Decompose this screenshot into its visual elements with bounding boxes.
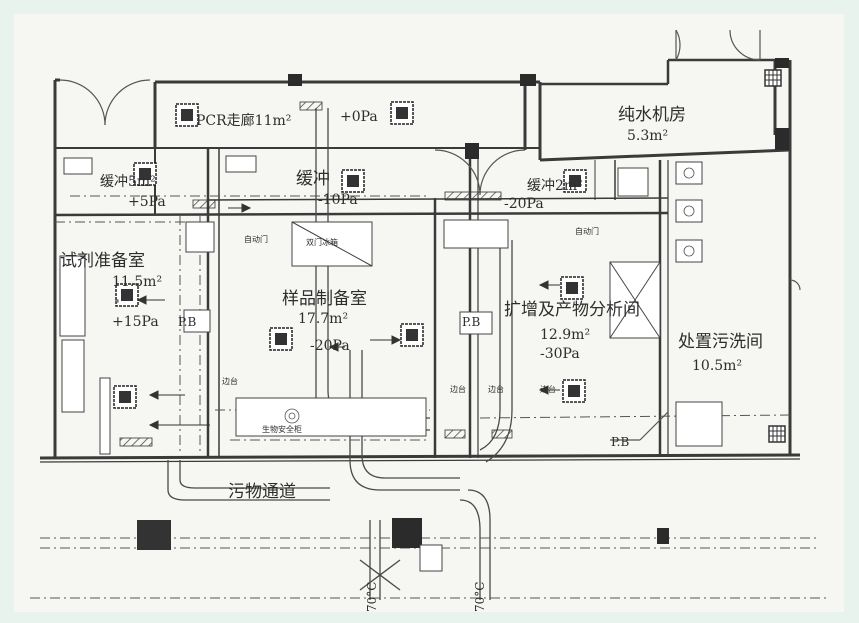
flow-arrows (136, 203, 560, 430)
amplification-room-pressure: -30Pa (540, 346, 580, 362)
diffuser (113, 385, 137, 409)
buffer-left-name: 缓冲5m² (100, 174, 156, 190)
buffer-right-name: 缓冲2m² (527, 178, 583, 194)
pass-box-label: P.B (611, 435, 629, 449)
walls (39, 58, 801, 463)
sample-room-pressure: -20Pa (310, 338, 350, 354)
auto-door-label: 自动门 (244, 234, 268, 244)
diffuser (562, 379, 586, 403)
amplification-room-area: 12.9m² (540, 327, 590, 343)
bench-label: 边台 (450, 384, 466, 394)
reagent-room-pressure: +15Pa (112, 314, 159, 330)
temperature-label: 70°C (473, 582, 487, 612)
diffuser (563, 169, 587, 193)
waste-wash-room-area: 10.5m² (692, 358, 742, 374)
diffuser (390, 101, 414, 125)
sample-room-area: 17.7m² (298, 311, 348, 327)
bio-cabinet-label: 生物安全柜 (262, 424, 302, 434)
buffer-mid-pressure: -10Pa (318, 192, 358, 208)
dirt-corridor-label: 污物通道 (228, 482, 296, 502)
sample-room-name: 样品制备室 (282, 289, 367, 309)
pcr-corridor-pressure: +0Pa (340, 109, 378, 125)
buffer-right-pressure: -20Pa (504, 196, 544, 212)
hatched-walls (119, 101, 513, 447)
diffuser (133, 162, 157, 186)
pass-box-label: P.B (178, 315, 196, 329)
bench-label: 边台 (222, 376, 238, 386)
waste-wash-room-name: 处置污洗间 (678, 332, 763, 352)
diffuser (115, 283, 139, 307)
sink-basins (284, 167, 695, 424)
pure-water-room-name: 纯水机房 (618, 105, 686, 125)
bench-label: 边台 (488, 384, 504, 394)
paper (14, 14, 844, 612)
room-labels: PCR走廊11m² +0Pa 纯水机房 5.3m² 缓冲5m² +5Pa 缓冲 … (60, 105, 763, 502)
diffuser (341, 169, 365, 193)
temperature-label: 70°C (365, 582, 379, 612)
bench-label: 边台 (540, 384, 556, 394)
auto-door-label: 自动门 (575, 226, 599, 236)
pass-box-label: P.B (462, 315, 480, 329)
buffer-mid-name: 缓冲 (296, 169, 330, 189)
double-fridge-label: 双门冰箱 (306, 237, 338, 247)
door-swings (59, 29, 801, 441)
equipment-labels: 自动门 自动门 P.B P.B P.B 边台 边台 边台 边台 生物安全柜 双门… (178, 226, 629, 612)
diffuser (175, 103, 199, 127)
amplification-room-name: 扩增及产物分析间 (504, 300, 640, 320)
pure-water-room-area: 5.3m² (627, 128, 668, 144)
reagent-room-name: 试剂准备室 (60, 251, 145, 271)
diffuser (400, 323, 424, 347)
diffuser (269, 327, 293, 351)
reagent-room-area: 11.5m² (112, 274, 162, 290)
wall-panels (59, 155, 723, 572)
floor-drains (764, 69, 786, 443)
diffuser (560, 276, 584, 300)
columns (137, 58, 789, 550)
buffer-left-pressure: +5Pa (128, 194, 166, 210)
air-diffusers (113, 101, 587, 409)
pcr-corridor-label: PCR走廊11m² (196, 112, 291, 129)
